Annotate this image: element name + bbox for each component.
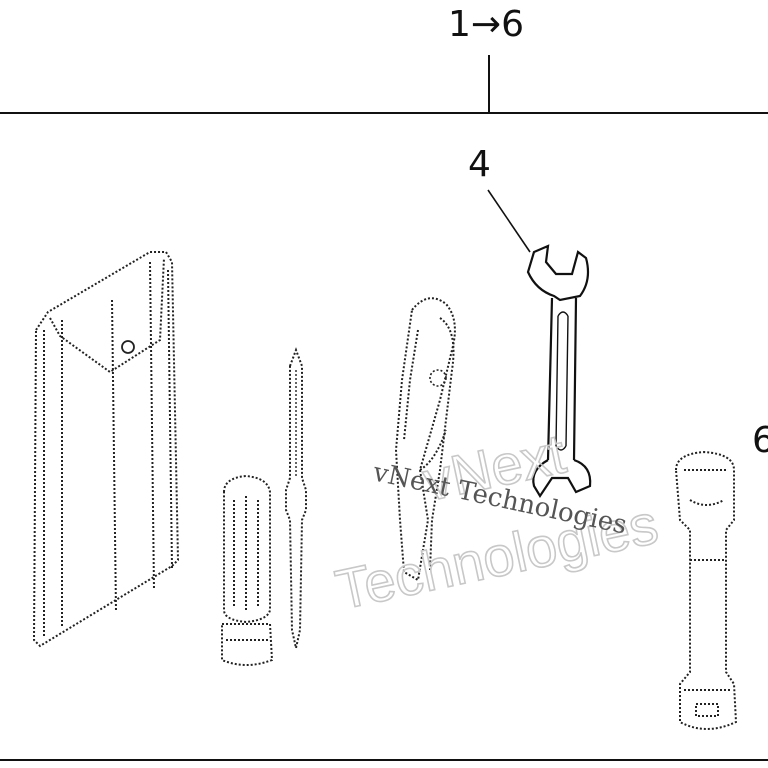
snap-button <box>121 340 135 354</box>
pliers <box>394 297 456 582</box>
open-end-wrench <box>526 244 592 499</box>
tool-pouch <box>32 251 180 648</box>
socket-bar <box>674 450 738 730</box>
leader-line-4 <box>487 189 531 253</box>
assembly-bracket <box>0 55 768 114</box>
screwdriver-bit <box>285 347 307 649</box>
screwdriver-handle <box>221 474 274 666</box>
callout-number-6: 6 <box>752 420 768 461</box>
assembly-range-label: 1→6 <box>448 4 524 45</box>
callout-number-4: 4 <box>468 144 491 185</box>
